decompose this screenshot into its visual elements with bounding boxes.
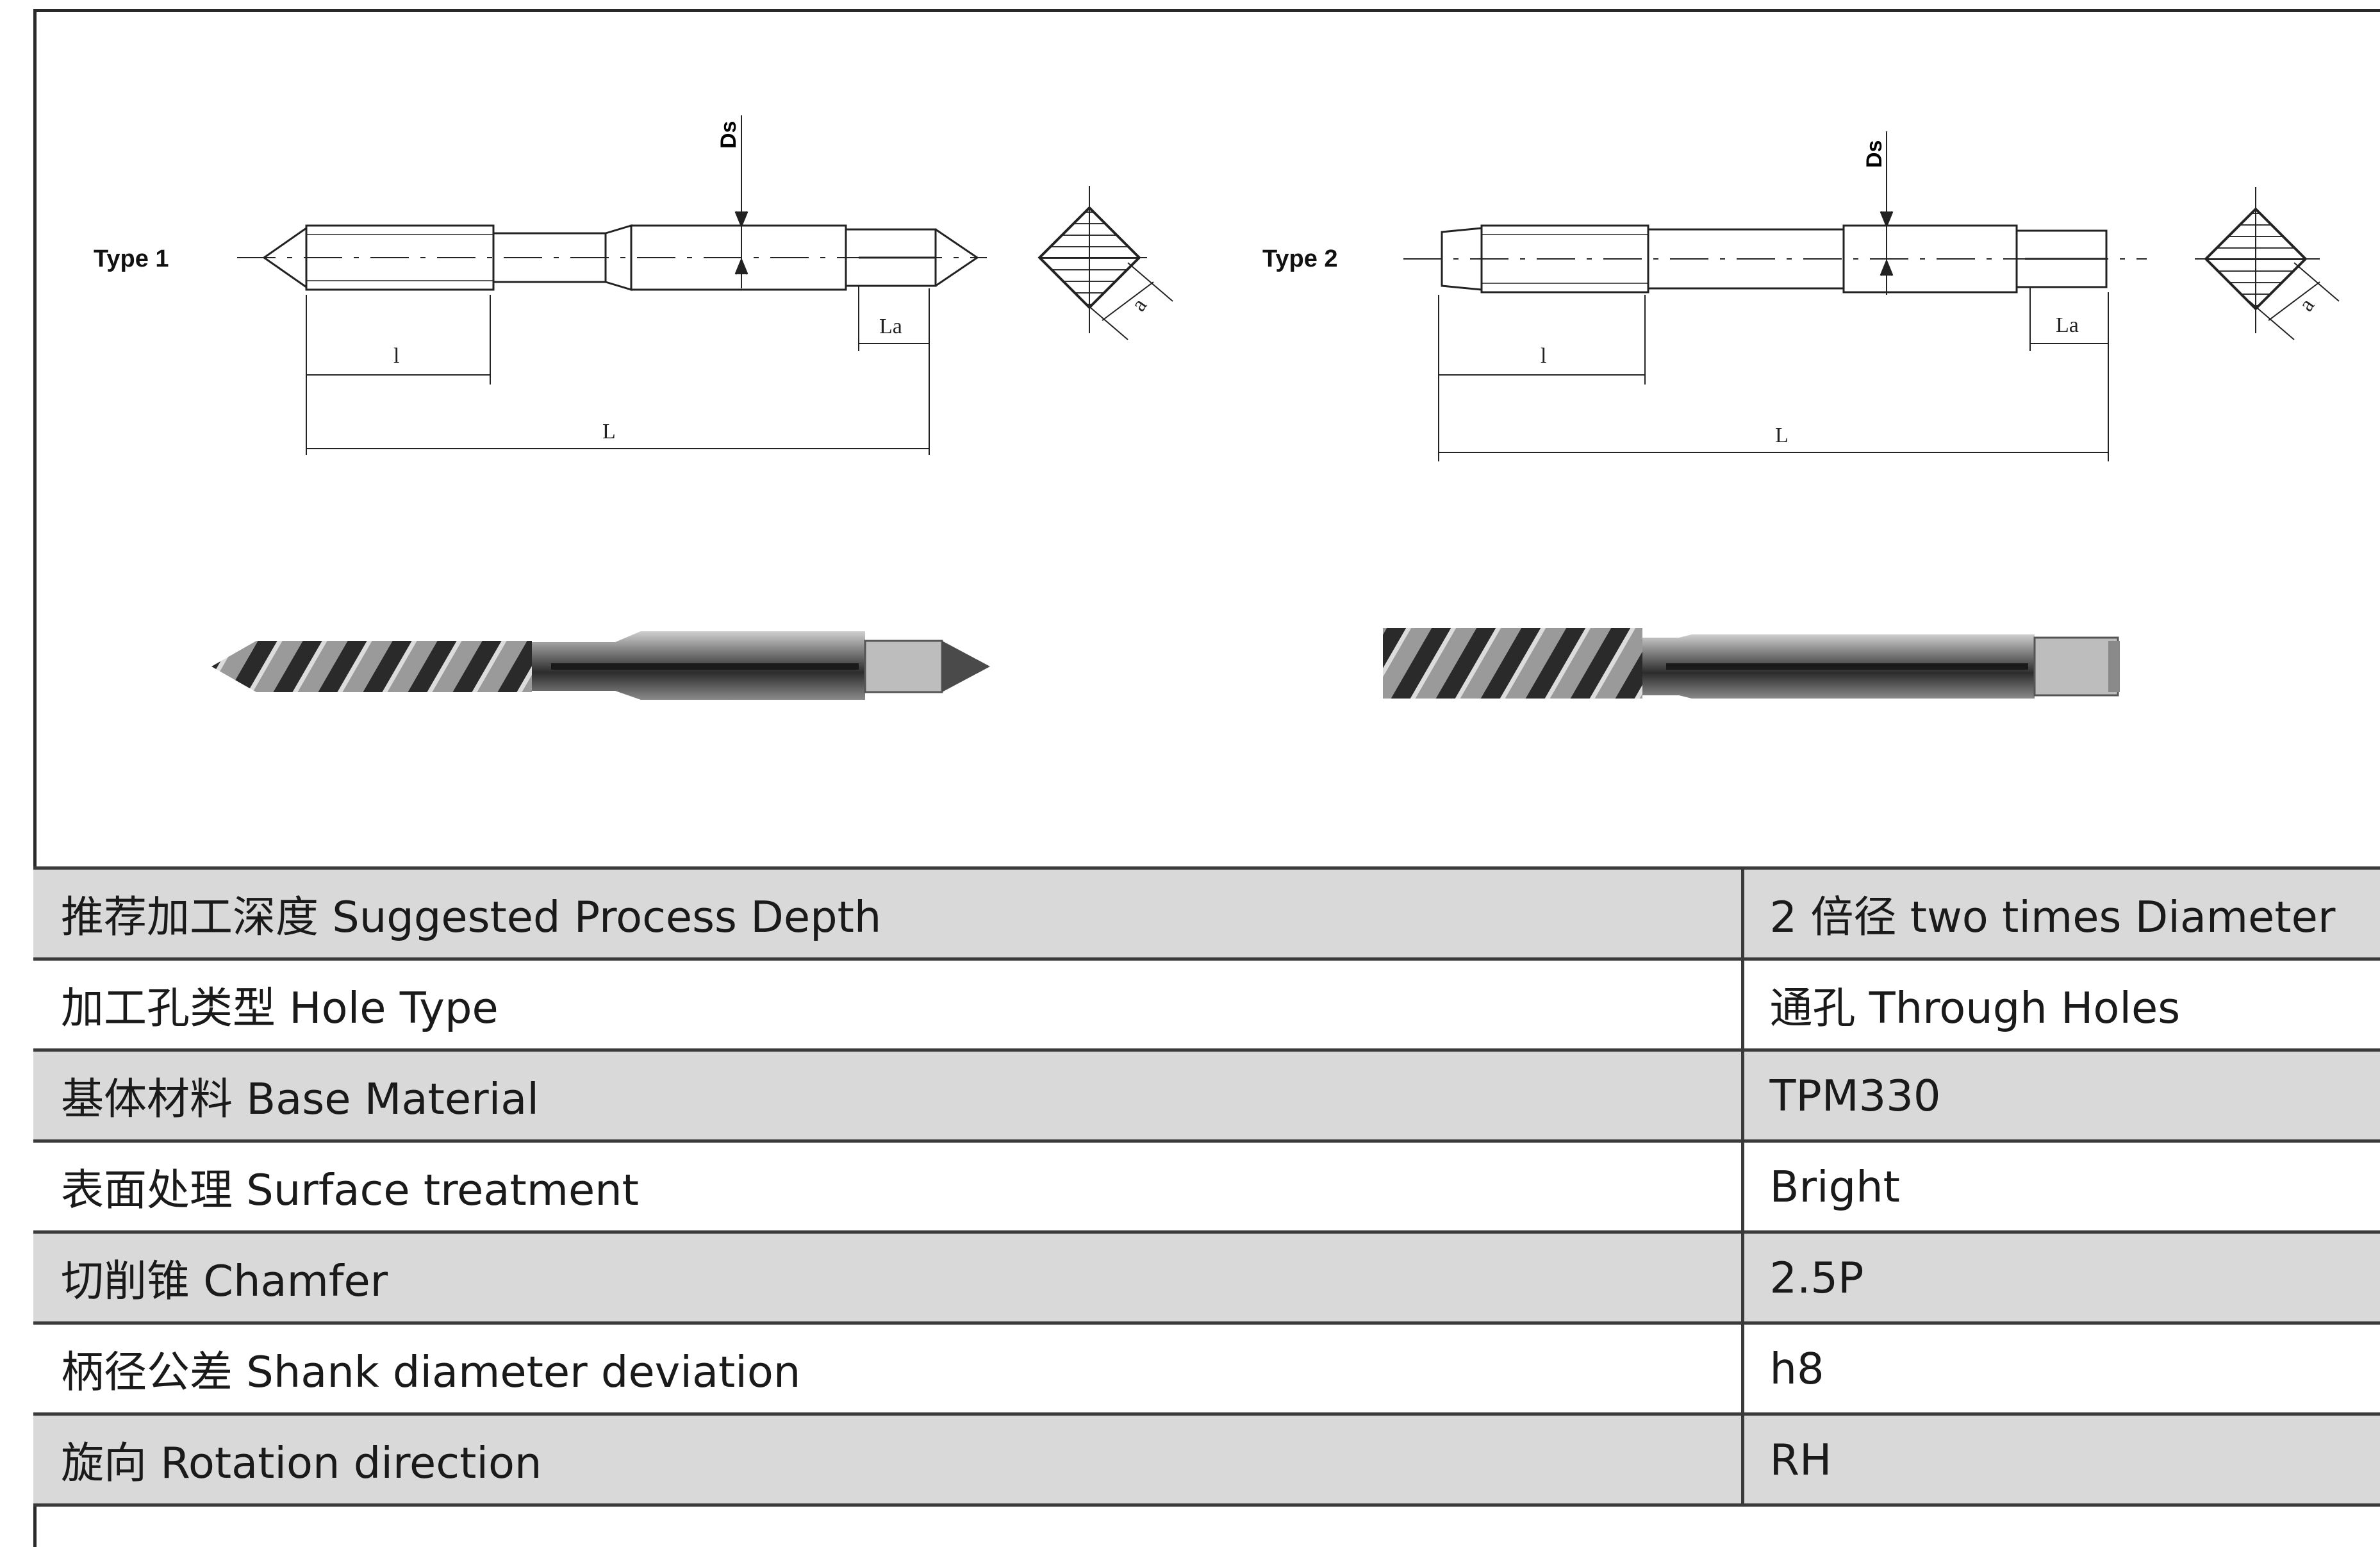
type1-drawing bbox=[237, 115, 1173, 455]
row-label: 柄径公差 Shank diameter deviation bbox=[33, 1321, 1742, 1416]
type1-L-label: L bbox=[602, 420, 616, 443]
table-row: 加工孔类型 Hole Type 通孔 Through Holes bbox=[33, 957, 2380, 1052]
type2-label: Type 2 bbox=[1262, 245, 1338, 272]
table-row: 推荐加工深度 Suggested Process Depth 2 倍径 two … bbox=[33, 866, 2380, 961]
type2-tap-photo bbox=[1383, 628, 2120, 699]
type2-L-label: L bbox=[1775, 424, 1789, 447]
row-value: RH bbox=[1740, 1412, 2380, 1507]
table-row: 表面处理 Surface treatment Bright bbox=[33, 1139, 2380, 1234]
technical-drawings: Type 1 Ds l L La a bbox=[94, 115, 2340, 700]
type1-La-label: La bbox=[879, 315, 902, 338]
type2-a-label: a bbox=[2294, 294, 2319, 316]
row-label: 表面处理 Surface treatment bbox=[33, 1139, 1742, 1234]
type2-La-label: La bbox=[2056, 313, 2079, 337]
type1-label: Type 1 bbox=[94, 245, 169, 272]
row-value: TPM330 bbox=[1740, 1048, 2380, 1143]
row-value: 通孔 Through Holes bbox=[1740, 957, 2380, 1052]
row-value: Bright bbox=[1740, 1139, 2380, 1234]
type1-tap-photo bbox=[211, 631, 990, 700]
type2-l-label: l bbox=[1541, 344, 1546, 368]
table-row: 切削锥 Chamfer 2.5P bbox=[33, 1230, 2380, 1325]
row-label: 旋向 Rotation direction bbox=[33, 1412, 1742, 1507]
type2-drawing bbox=[1403, 131, 2340, 461]
row-value: 2 倍径 two times Diameter bbox=[1740, 866, 2380, 961]
drawings-svg: Type 1 Ds l L La a bbox=[94, 115, 2340, 700]
table-row: 柄径公差 Shank diameter deviation h8 bbox=[33, 1321, 2380, 1416]
row-value: 2.5P bbox=[1740, 1230, 2380, 1325]
row-label: 基体材料 Base Material bbox=[33, 1048, 1742, 1143]
type1-a-label: a bbox=[1127, 294, 1152, 316]
row-label: 推荐加工深度 Suggested Process Depth bbox=[33, 866, 1742, 961]
type1-ds-label: Ds bbox=[716, 121, 741, 149]
table-row: 旋向 Rotation direction RH bbox=[33, 1412, 2380, 1507]
row-label: 切削锥 Chamfer bbox=[33, 1230, 1742, 1325]
row-label: 加工孔类型 Hole Type bbox=[33, 957, 1742, 1052]
type2-ds-label: Ds bbox=[1862, 140, 1887, 168]
table-row: 基体材料 Base Material TPM330 bbox=[33, 1048, 2380, 1143]
row-value: h8 bbox=[1740, 1321, 2380, 1416]
type1-l-label: l bbox=[393, 344, 399, 368]
spec-table: 推荐加工深度 Suggested Process Depth 2 倍径 two … bbox=[33, 866, 2380, 1507]
page-frame bbox=[33, 9, 2380, 1547]
